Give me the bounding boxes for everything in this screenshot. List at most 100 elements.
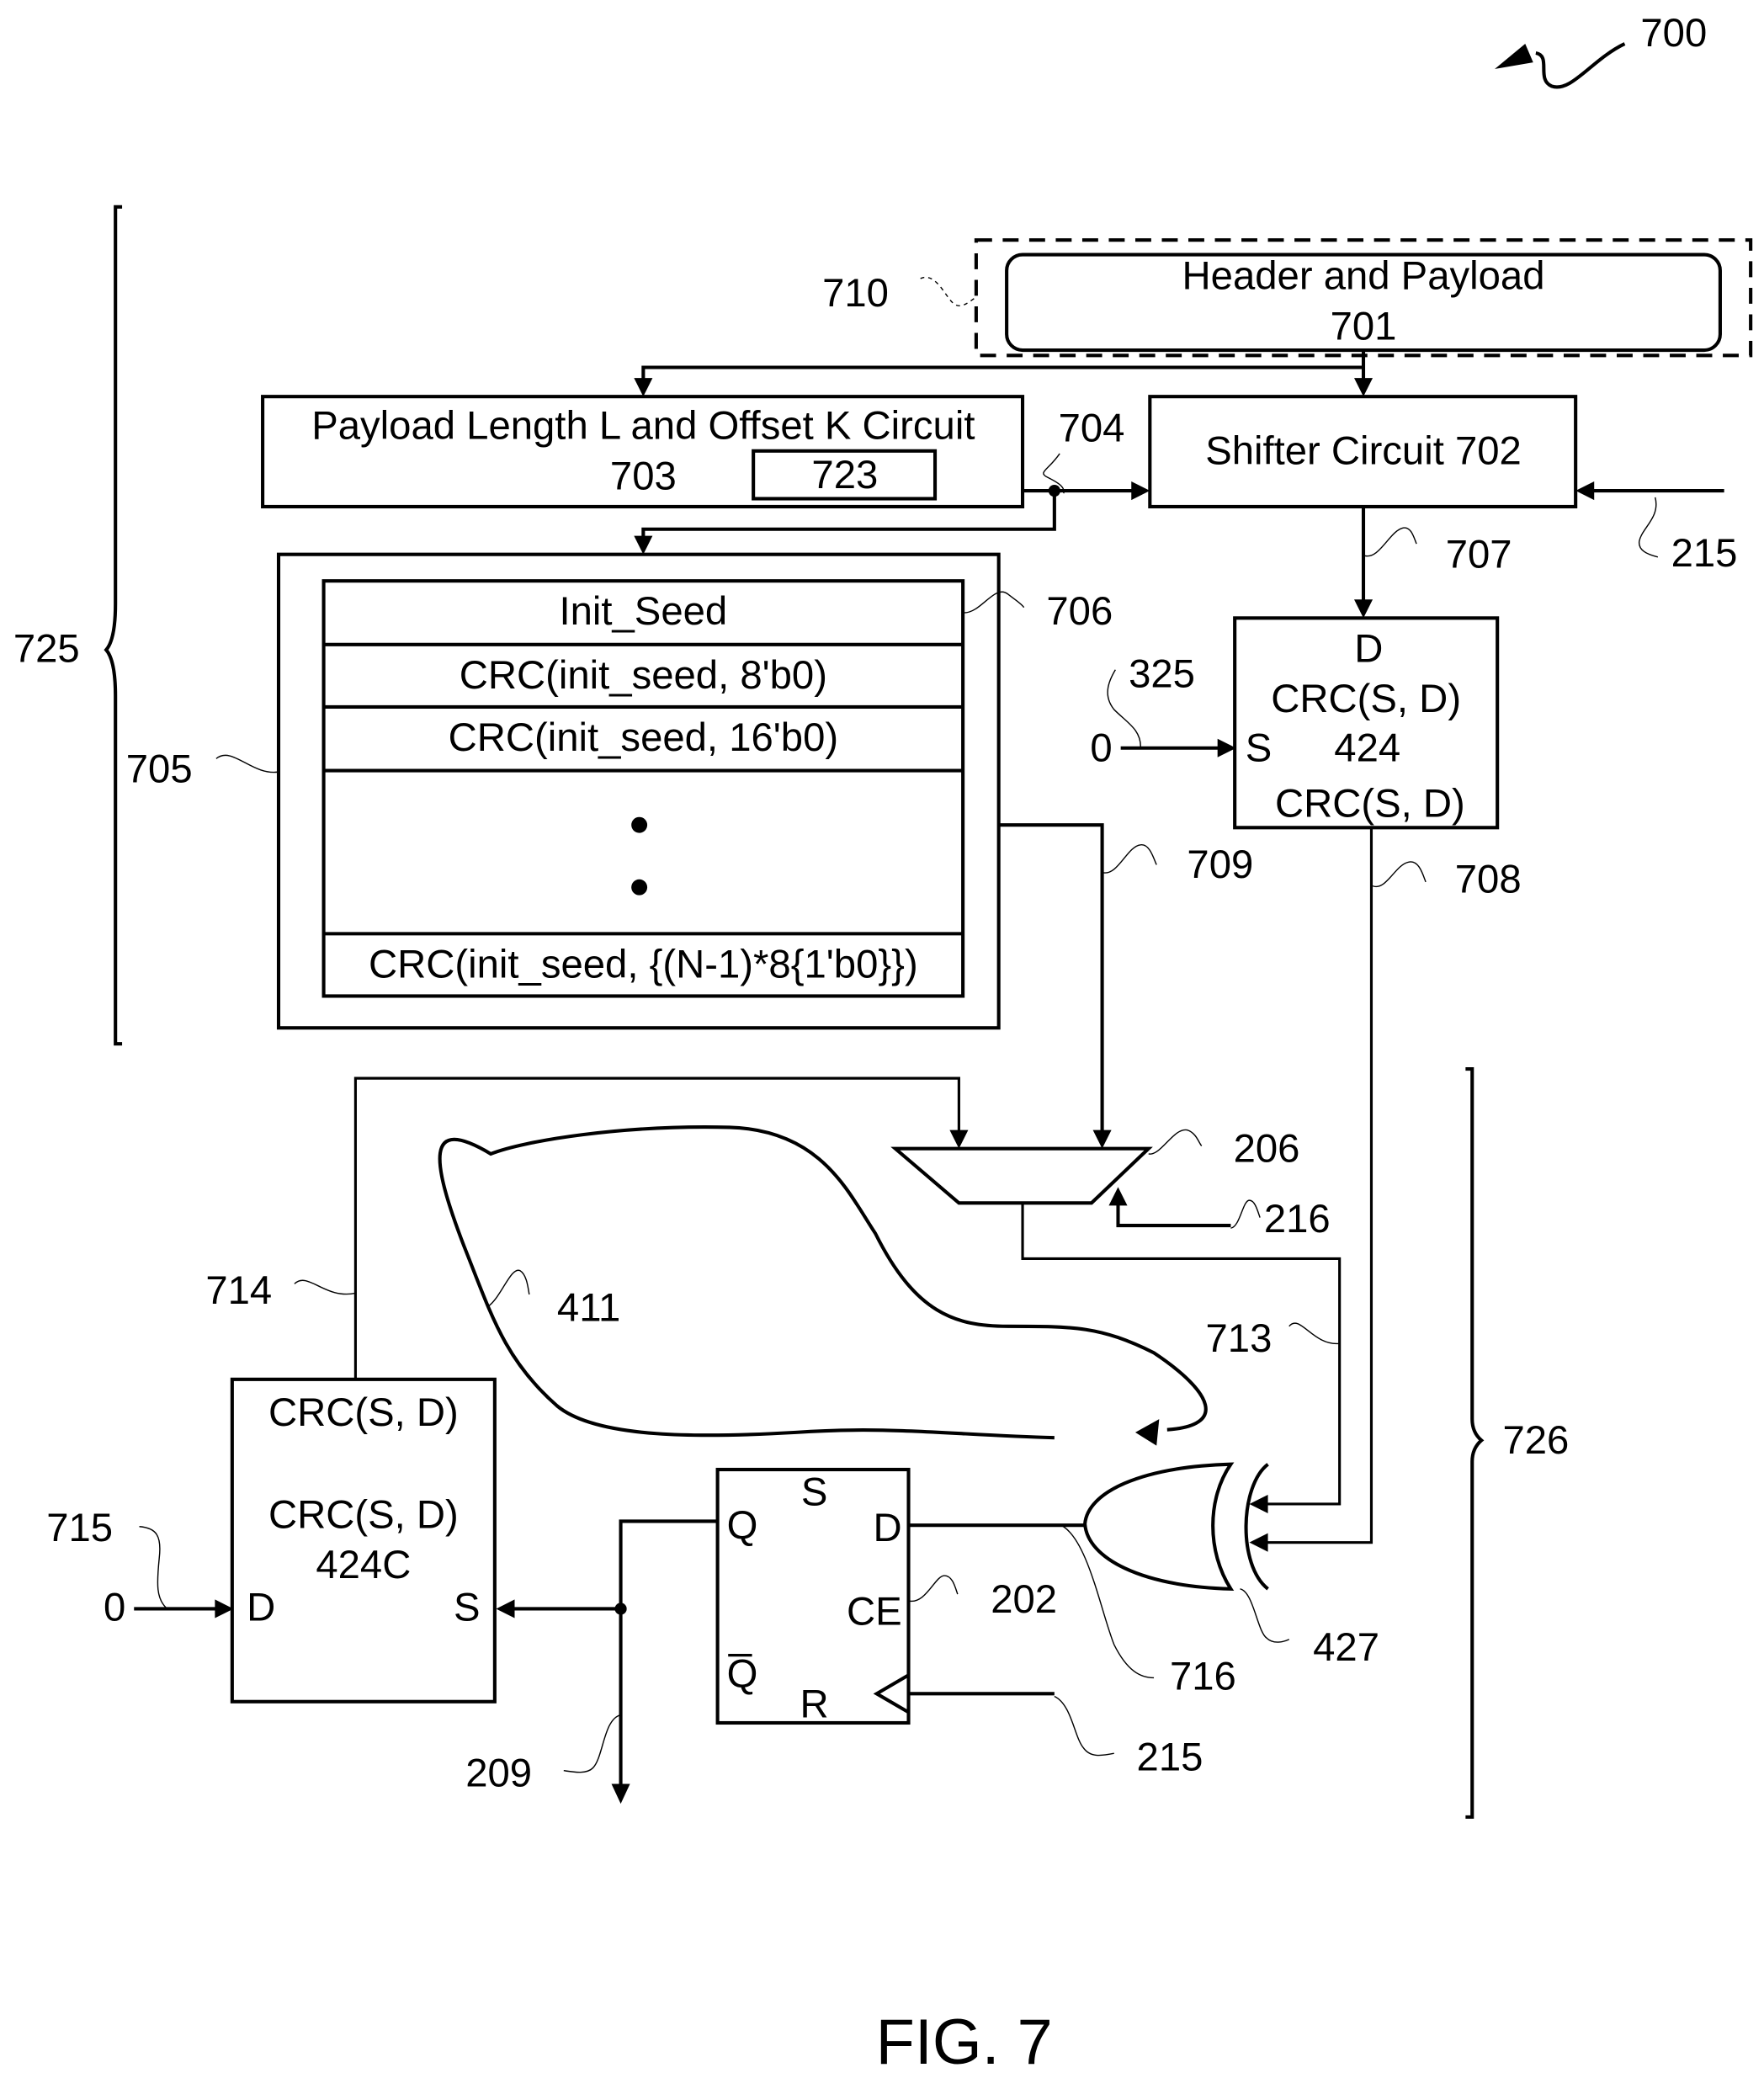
crc-424-port-d: D [1354,626,1383,671]
arrow-icon [634,378,652,396]
xor-input-curve [1246,1464,1268,1589]
ff-port-r: R [800,1682,829,1727]
ref-202-leader [909,1576,958,1601]
ref-725-label: 725 [13,626,80,671]
crc-424-seed-input: 0 [1090,726,1112,771]
crc-424c-data-input: 0 [104,1586,125,1630]
ref-716-leader [1061,1525,1154,1677]
header-payload-label: Header and Payload [1182,254,1545,299]
ff-port-s: S [801,1470,828,1515]
crc-424c-port-d: D [247,1586,275,1630]
ref-709-label: 709 [1187,842,1253,887]
lookup-table-705: Init_Seed CRC(init_seed, 8'b0) CRC(init_… [279,555,999,1029]
ref-715-leader [140,1527,167,1608]
xor-gate-427 [1085,1464,1267,1589]
ref-714-leader [295,1280,355,1294]
crc-424-func-bottom: CRC(S, D) [1275,782,1465,827]
arrow-icon [1354,378,1373,396]
ref-705-leader [216,755,279,772]
shifter-circuit: Shifter Circuit 702 [1150,396,1575,507]
ref-427-leader [1240,1589,1288,1642]
lut-row[interactable]: CRC(init_seed, {(N-1)*8{1'b0}}) [369,942,918,986]
ref-215-bottom-leader [1055,1696,1114,1755]
wire-709 [999,825,1102,1138]
ref-216-label: 216 [1264,1197,1331,1241]
ref-325-label: 325 [1129,651,1195,696]
arrow-icon [1108,1187,1127,1205]
ref-216-leader [1230,1200,1260,1228]
header-payload-group: Header and Payload 701 710 [822,240,1751,355]
crc-424c-port-s: S [454,1586,481,1630]
arrow-icon [1135,1419,1159,1446]
crc-424-port-s: S [1246,726,1273,771]
crc-424c-func-mid: CRC(S, D) [268,1492,459,1537]
ref-705-label: 705 [126,747,193,792]
arrow-icon [1495,44,1533,69]
wire-209 [621,1521,718,1793]
ellipsis-dot [631,817,647,833]
ref-708-leader [1373,862,1426,887]
crc-424c-func-top: CRC(S, D) [268,1390,459,1435]
crc-424-func-top: CRC(S, D) [1271,677,1461,721]
ref-710-leader [921,277,976,306]
ref-215-top-leader [1639,497,1658,557]
bracket-726 [1465,1069,1481,1817]
wire-216-select [1118,1199,1230,1226]
ff-port-q: Q [727,1503,758,1548]
shifter-label: Shifter Circuit 702 [1205,429,1522,474]
ref-704-label: 704 [1059,407,1125,451]
ellipsis-dot [631,880,647,896]
ref-202-label: 202 [991,1577,1057,1622]
ref-411-leader [488,1270,529,1306]
xor-body[interactable] [1085,1464,1230,1589]
wire-714 [355,1078,959,1379]
ref-707-leader [1365,528,1416,556]
figure-title: FIG. 7 [876,2007,1053,2073]
ref-709-leader [1103,845,1156,873]
payload-length-circuit: Payload Length L and Offset K Circuit 70… [263,396,1023,507]
ff-port-qbar: Q [727,1651,758,1696]
figure-ref-700: 700 [1495,11,1707,87]
arrow-icon [1250,1495,1268,1513]
ref-714-label: 714 [205,1268,272,1313]
lut-row[interactable]: CRC(init_seed, 16'b0) [449,715,839,760]
ref-427-label: 427 [1313,1625,1379,1670]
mux-206 [895,1149,1149,1204]
crc-424-ref: 424 [1334,726,1400,771]
payload-length-label: Payload Length L and Offset K Circuit [311,404,975,449]
ref-710-label: 710 [822,271,889,316]
arrow-icon [1131,481,1150,500]
wire-701-to-703 [643,368,1363,385]
crc-unit-424c: CRC(S, D) CRC(S, D) 424C D S [232,1379,495,1702]
ref-707-label: 707 [1446,532,1512,577]
ff-port-d: D [873,1506,901,1550]
ref-715-label: 715 [46,1506,113,1550]
crc-unit-424: D CRC(S, D) S 424 CRC(S, D) [1235,618,1497,827]
bracket-725 [106,207,122,1044]
ref-411-label: 411 [557,1286,620,1331]
arrow-icon [1354,599,1373,618]
arrow-icon [949,1130,968,1149]
mux-shape[interactable] [895,1149,1149,1204]
header-payload-ref: 701 [1331,304,1397,348]
arrow-icon [634,536,652,555]
lut-row[interactable]: Init_Seed [559,589,727,634]
arrow-icon [1575,481,1594,500]
subblock-723-label: 723 [811,453,878,497]
ref-726-label: 726 [1502,1418,1569,1463]
ref-206-leader [1149,1130,1202,1154]
ff-port-ce: CE [847,1589,902,1634]
ref-700-leader [1536,44,1625,87]
wire-713 [1023,1203,1340,1504]
arrow-icon [1250,1533,1268,1552]
arrow-icon [612,1783,630,1804]
ref-700-label: 700 [1640,11,1707,56]
ref-215-top-label: 215 [1671,531,1738,576]
arrow-icon [1093,1130,1112,1149]
ref-206-label: 206 [1234,1126,1300,1171]
ref-708-label: 708 [1455,858,1522,902]
flip-flop-202: S Q D CE Q R [718,1470,909,1727]
wire-708 [1259,827,1372,1542]
lut-row[interactable]: CRC(init_seed, 8'b0) [460,653,827,698]
